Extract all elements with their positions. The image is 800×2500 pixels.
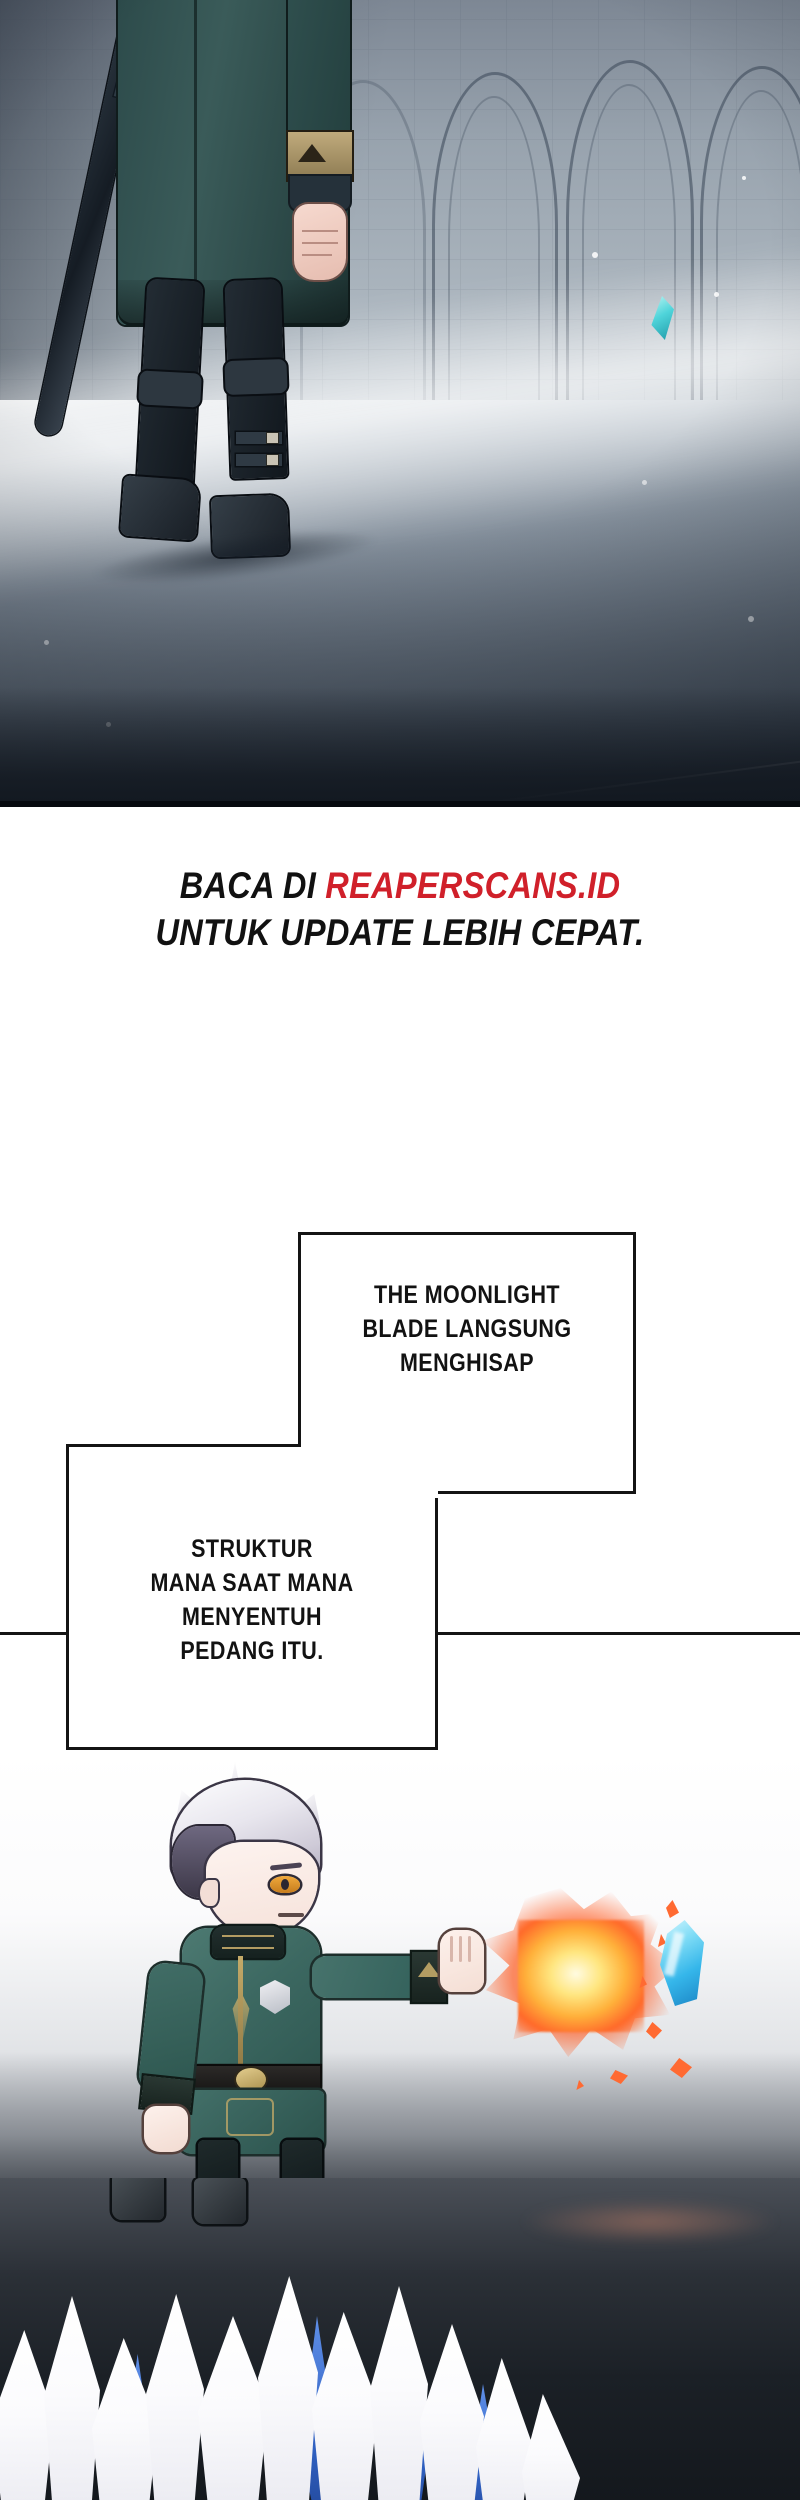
panel-bottom-fade xyxy=(0,687,800,807)
hair-strand xyxy=(146,2294,204,2500)
fire-burst-icon xyxy=(470,1872,700,2092)
coat-seam xyxy=(194,0,197,296)
site-watermark: BACA DI REAPERSCANS.ID UNTUK UPDATE LEBI… xyxy=(48,862,752,957)
bubble-text-mana-l1: STRUKTUR xyxy=(191,1535,313,1563)
bubble-text-moonlight-l3: MENGHISAP xyxy=(399,1349,535,1377)
dust-mote xyxy=(714,292,719,297)
bubble-text-mana-l4: PEDANG ITU. xyxy=(180,1637,324,1665)
ember xyxy=(658,1934,666,1947)
bubble-text-mana-l2: MANA SAAT MANA xyxy=(150,1569,354,1597)
dust-mote xyxy=(642,480,647,485)
dust-mote xyxy=(742,176,746,180)
bubble-text-moonlight-l2: BLADE LANGSUNG xyxy=(362,1315,572,1343)
dust-mote xyxy=(592,252,598,258)
uniform-collar xyxy=(212,1926,284,1958)
white-hair-mass xyxy=(0,2244,610,2500)
boot-buckle xyxy=(236,454,282,466)
watermark-prefix: BACA DI xyxy=(179,865,326,906)
ember xyxy=(610,2070,628,2084)
hand xyxy=(294,204,346,280)
panel-vignette xyxy=(0,0,800,807)
boot xyxy=(194,2178,246,2224)
bubble-overlap-mask xyxy=(301,1444,438,1498)
watermark-line-2: UNTUK UPDATE LEBIH CEPAT. xyxy=(155,912,645,954)
warm-glow xyxy=(520,2200,780,2244)
ear xyxy=(200,1880,218,1906)
boots-above xyxy=(108,2178,318,2234)
hair-strand xyxy=(198,2316,268,2500)
chibi-character xyxy=(120,1762,484,2202)
gold-cuff xyxy=(288,132,352,180)
panel-dark-hall xyxy=(0,0,800,807)
panel-chibi-caster xyxy=(0,1752,800,2202)
dust-mote xyxy=(44,640,49,645)
ember xyxy=(670,2058,692,2078)
belt-buckle-icon xyxy=(236,2068,266,2091)
ember xyxy=(666,1900,679,1918)
hair-strand xyxy=(420,2324,484,2500)
mana-crystal-icon xyxy=(650,296,674,340)
bubble-text-moonlight: THE MOONLIGHT xyxy=(374,1281,560,1309)
open-palm xyxy=(440,1930,484,1992)
eye xyxy=(270,1876,300,1893)
ember xyxy=(639,1976,647,1988)
panel-hair-closeup xyxy=(0,2178,800,2500)
bubble-text-mana-l3: MENYENTUH xyxy=(181,1603,323,1631)
hair-strand xyxy=(312,2312,378,2500)
watermark-line-1: BACA DI REAPERSCANS.ID xyxy=(48,862,752,909)
left-fist xyxy=(144,2106,188,2152)
watermark-site-name: REAPERSCANS.ID xyxy=(325,865,621,906)
panel-bottom-edge xyxy=(0,801,800,807)
mana-crystal-icon xyxy=(660,1920,704,2006)
cloaked-figure xyxy=(33,0,400,600)
ember xyxy=(576,2080,584,2090)
ground-gradient xyxy=(0,2052,800,2202)
boot xyxy=(112,2178,164,2220)
hair-strand xyxy=(258,2276,318,2500)
boot-buckle xyxy=(236,432,282,444)
mouth xyxy=(278,1913,304,1917)
ember xyxy=(646,2022,662,2039)
dust-mote xyxy=(748,616,754,622)
face xyxy=(206,1842,318,1934)
hair-strand xyxy=(522,2394,580,2500)
hair-strand xyxy=(370,2286,428,2500)
fire-core xyxy=(518,1920,644,2032)
hair-strand xyxy=(44,2296,100,2500)
right-arm xyxy=(312,1956,430,1998)
uniform-placket xyxy=(238,1956,243,2082)
arch-window-icon xyxy=(432,72,558,475)
